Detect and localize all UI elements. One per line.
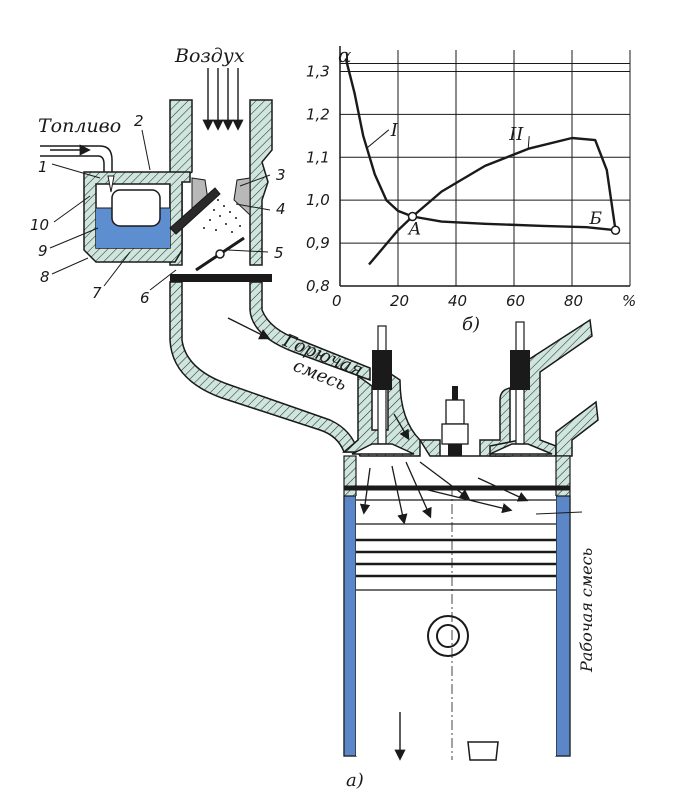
part-number: 5 <box>274 244 284 262</box>
cylinder-wall-left <box>343 495 357 757</box>
chart-axes <box>339 46 630 287</box>
connecting-rod <box>467 741 499 761</box>
float <box>111 189 161 227</box>
exhaust-wall-right <box>555 400 599 457</box>
part-number-labels: 1 2 3 4 5 6 7 8 9 10 <box>30 112 286 307</box>
series-leader <box>527 136 530 149</box>
chart-grid <box>340 50 631 287</box>
x-tick-label: 60 <box>506 292 525 310</box>
series-label: I <box>390 120 399 141</box>
air-intake-wall-right <box>249 99 273 266</box>
y-tick-label: 0,9 <box>306 234 330 252</box>
carburetor: Воздух Топливо <box>38 45 273 282</box>
series-leader <box>365 129 390 150</box>
x-tick-label: 20 <box>390 292 409 310</box>
working-mixture-label: Рабочая смесь <box>577 548 596 673</box>
diagram-caption: а) <box>346 770 364 791</box>
point-label: А <box>408 219 422 239</box>
needle-valve <box>107 175 115 193</box>
chart-points: АБ <box>407 209 621 239</box>
part-number: 3 <box>276 166 286 184</box>
intake-valve-head <box>351 443 415 455</box>
x-tick-label: % <box>622 292 636 310</box>
part-number: 1 <box>38 158 48 176</box>
series-label: II <box>508 124 524 145</box>
y-tick-label: 1,0 <box>306 191 330 209</box>
fuel-label: Топливо <box>38 115 121 137</box>
chart-y-axis-label: α <box>338 43 352 67</box>
series-line-II <box>368 136 617 266</box>
mixture-flow-arrows <box>359 413 529 525</box>
fuel-pipe <box>40 145 113 172</box>
x-tick-label: 80 <box>564 292 583 310</box>
series-line-I <box>344 58 616 232</box>
air-label: Воздух <box>174 45 245 67</box>
exhaust-valve-head <box>489 443 553 455</box>
air-flow-arrows <box>202 68 244 131</box>
part-number: 7 <box>92 284 102 302</box>
manifold-wall-right <box>249 281 371 382</box>
y-tick-label: 0,8 <box>306 277 330 295</box>
part-number: 8 <box>40 268 50 286</box>
x-tick-label: 40 <box>448 292 467 310</box>
x-tick-label: 0 <box>332 292 342 310</box>
part-number: 10 <box>30 216 49 234</box>
y-tick-label: 1,1 <box>306 148 330 166</box>
spark-plug <box>441 386 469 456</box>
engine: Рабочая смесь а) <box>341 318 599 791</box>
cylinder-wall-right <box>555 495 571 757</box>
part-number: 6 <box>140 289 150 307</box>
part-number: 4 <box>276 200 286 218</box>
point-marker <box>610 225 621 235</box>
y-tick-label: 1,2 <box>306 105 330 123</box>
chart-caption: б) <box>462 314 480 335</box>
chart-tick-labels: 0 20 40 60 80% 0,8 0,9 1,0 1,1 1,2 1,3 <box>306 62 636 310</box>
atomizer-nozzle <box>169 187 221 235</box>
y-tick-label: 1,3 <box>306 62 330 80</box>
piston-pin-inner <box>436 624 460 648</box>
flange <box>170 274 272 282</box>
fuel-spray <box>203 199 241 233</box>
piston <box>356 486 556 761</box>
part-number: 2 <box>134 112 144 130</box>
point-label: Б <box>589 209 603 229</box>
part-number: 9 <box>38 242 48 260</box>
point-marker <box>407 211 418 222</box>
